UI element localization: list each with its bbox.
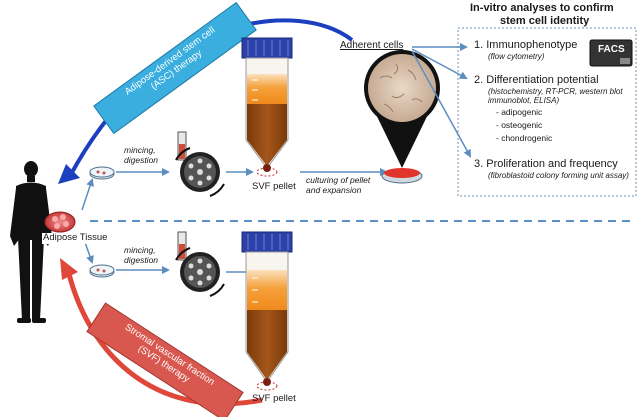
centrifuge-top-icon	[175, 131, 225, 197]
panel-title-line1: In-vitro analyses to confirm	[470, 2, 614, 14]
human-silhouette-icon	[10, 161, 52, 323]
facs-label: FACS	[598, 44, 625, 55]
adipose-tissue-label: Adipose Tissue	[42, 232, 109, 244]
centrifuge-tube-bottom-icon	[241, 231, 293, 391]
centrifuge-bottom-icon	[175, 231, 225, 297]
mincing-top-label: mincing,digestion	[124, 145, 159, 165]
centrifuge-tube-top-icon	[241, 37, 293, 177]
culture-dish-icon	[364, 50, 440, 184]
analysis-item-3: 3. Proliferation and frequency (fibrobla…	[474, 158, 629, 180]
asc-therapy-banner	[93, 1, 257, 135]
mincing-bottom-label: mincing,digestion	[124, 245, 159, 265]
svf-pellet-bottom-label: SVF pellet	[252, 393, 296, 404]
panel-title-line2: stem cell identity	[500, 15, 590, 27]
adipose-tissue-icon	[44, 211, 76, 233]
petri-dish-bottom-icon	[89, 264, 115, 278]
petri-dish-top-icon	[89, 166, 115, 180]
analysis-item-1: 1. Immunophenotype (flow cytometry)	[474, 39, 578, 61]
facs-device-icon	[589, 39, 633, 67]
adherent-cells-label: Adherent cells	[340, 40, 404, 51]
svf-pellet-top-label: SVF pellet	[252, 181, 296, 192]
analysis-item-2: 2. Differentiation potential (histochemi…	[474, 74, 623, 143]
svf-therapy-banner	[86, 302, 244, 417]
